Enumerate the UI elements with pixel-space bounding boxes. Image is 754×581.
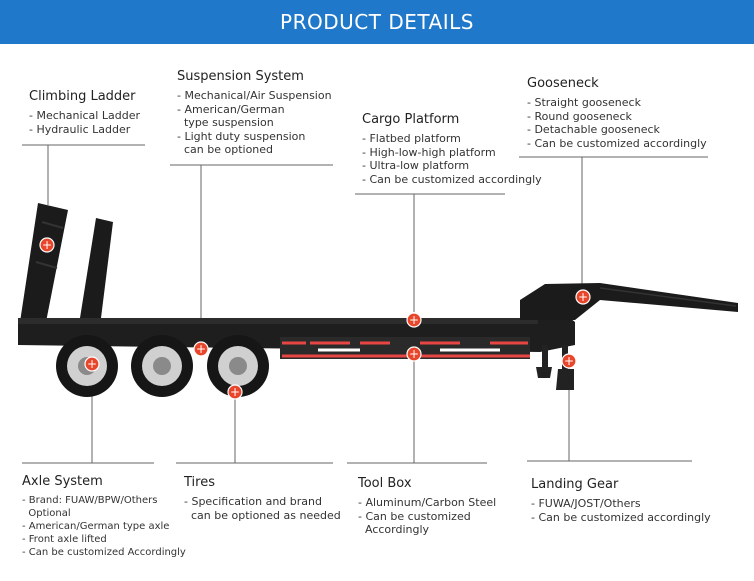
list-item: - Mechanical/Air Suspension: [177, 89, 332, 102]
tires-title: Tires: [184, 475, 215, 490]
svg-text:+: +: [230, 385, 240, 399]
axle-system-title: Axle System: [22, 474, 103, 489]
list-item: - Mechanical Ladder: [29, 109, 140, 122]
svg-text:+: +: [409, 347, 419, 361]
marker-cargo-platform: +: [406, 312, 422, 328]
list-item: - Can be customized accordingly: [362, 172, 542, 186]
marker-landing-gear: +: [561, 353, 577, 369]
list-item: - Can be customized: [358, 509, 471, 523]
section-gooseneck: Gooseneck - Straight gooseneck- Round go…: [527, 76, 707, 150]
landing-gear-title: Landing Gear: [531, 477, 619, 492]
cargo-platform-title: Cargo Platform: [362, 112, 460, 127]
list-item: - Brand: FUAW/BPW/Others: [22, 495, 158, 506]
climbing-ladder-shape: [20, 203, 113, 322]
gooseneck-title: Gooseneck: [527, 76, 599, 91]
list-item: can be optioned as needed: [184, 508, 341, 522]
section-tool-box: Tool Box - Aluminum/Carbon Steel- Can be…: [358, 476, 496, 537]
svg-text:+: +: [578, 290, 588, 304]
marker-axle-system: +: [84, 356, 100, 372]
list-item: - FUWA/JOST/Others: [531, 497, 641, 510]
section-tires: Tires - Specification and brand can be o…: [184, 475, 341, 522]
list-item: - Detachable gooseneck: [527, 123, 660, 136]
gooseneck-shape: [520, 283, 738, 320]
list-item: - American/German type axle: [22, 521, 170, 532]
section-axle-system: Axle System - Brand: FUAW/BPW/Others Opt…: [22, 474, 186, 559]
svg-text:+: +: [409, 313, 419, 327]
list-item: - Can be customized Accordingly: [22, 547, 186, 558]
list-item: - Aluminum/Carbon Steel: [358, 496, 497, 509]
header-banner: PRODUCT DETAILS: [0, 0, 754, 44]
section-climbing-ladder: Climbing Ladder - Mechanical Ladder- Hyd…: [29, 89, 140, 136]
svg-text:+: +: [87, 357, 97, 371]
tool-box-list: - Aluminum/Carbon Steel- Can be customiz…: [358, 496, 496, 537]
list-item: - Light duty suspension: [177, 129, 306, 143]
list-item: - Can be customized accordingly: [531, 510, 711, 524]
svg-text:+: +: [42, 238, 52, 252]
section-suspension-system: Suspension System - Mechanical/Air Suspe…: [177, 69, 332, 157]
list-item: - Hydraulic Ladder: [29, 122, 131, 136]
section-cargo-platform: Cargo Platform - Flatbed platform- High-…: [362, 112, 542, 186]
list-item: - Flatbed platform: [362, 132, 461, 145]
wheels-shape: [56, 335, 269, 397]
list-item: type suspension: [177, 116, 274, 129]
list-item: - High-low-high platform: [362, 145, 496, 159]
page-title: PRODUCT DETAILS: [280, 10, 474, 34]
tires-list: - Specification and brand can be optione…: [184, 495, 341, 522]
svg-text:+: +: [564, 354, 574, 368]
marker-tool-box: +: [406, 346, 422, 362]
marker-climbing-ladder: +: [39, 237, 55, 253]
list-item: - Straight gooseneck: [527, 96, 641, 109]
marker-tires: +: [227, 384, 243, 400]
climbing-ladder-list: - Mechanical Ladder- Hydraulic Ladder: [29, 109, 140, 136]
section-landing-gear: Landing Gear - FUWA/JOST/Others- Can be …: [531, 477, 711, 524]
list-item: can be optioned: [177, 143, 274, 156]
list-item: - American/German: [177, 102, 285, 116]
climbing-ladder-title: Climbing Ladder: [29, 89, 136, 104]
list-item: - Ultra-low platform: [362, 159, 470, 172]
list-item: Optional: [22, 508, 71, 519]
suspension-system-title: Suspension System: [177, 69, 304, 84]
cargo-platform-list: - Flatbed platform- High-low-high platfo…: [362, 132, 542, 186]
list-item: - Round gooseneck: [527, 109, 632, 123]
marker-suspension-system: +: [193, 341, 209, 357]
axle-system-list: - Brand: FUAW/BPW/Others Optional - Ameri…: [22, 494, 186, 559]
list-item: - Can be customized accordingly: [527, 136, 707, 150]
marker-gooseneck: +: [575, 289, 591, 305]
gooseneck-list: - Straight gooseneck- Round gooseneck- D…: [527, 96, 707, 150]
list-item: - Specification and brand: [184, 495, 322, 508]
suspension-system-list: - Mechanical/Air Suspension- American/Ge…: [177, 89, 332, 157]
connector-lines: [22, 144, 708, 464]
svg-text:+: +: [196, 342, 206, 356]
list-item: Accordingly: [358, 523, 430, 536]
tool-box-title: Tool Box: [358, 476, 412, 491]
list-item: - Front axle lifted: [22, 534, 107, 545]
landing-gear-list: - FUWA/JOST/Others- Can be customized ac…: [531, 497, 711, 524]
